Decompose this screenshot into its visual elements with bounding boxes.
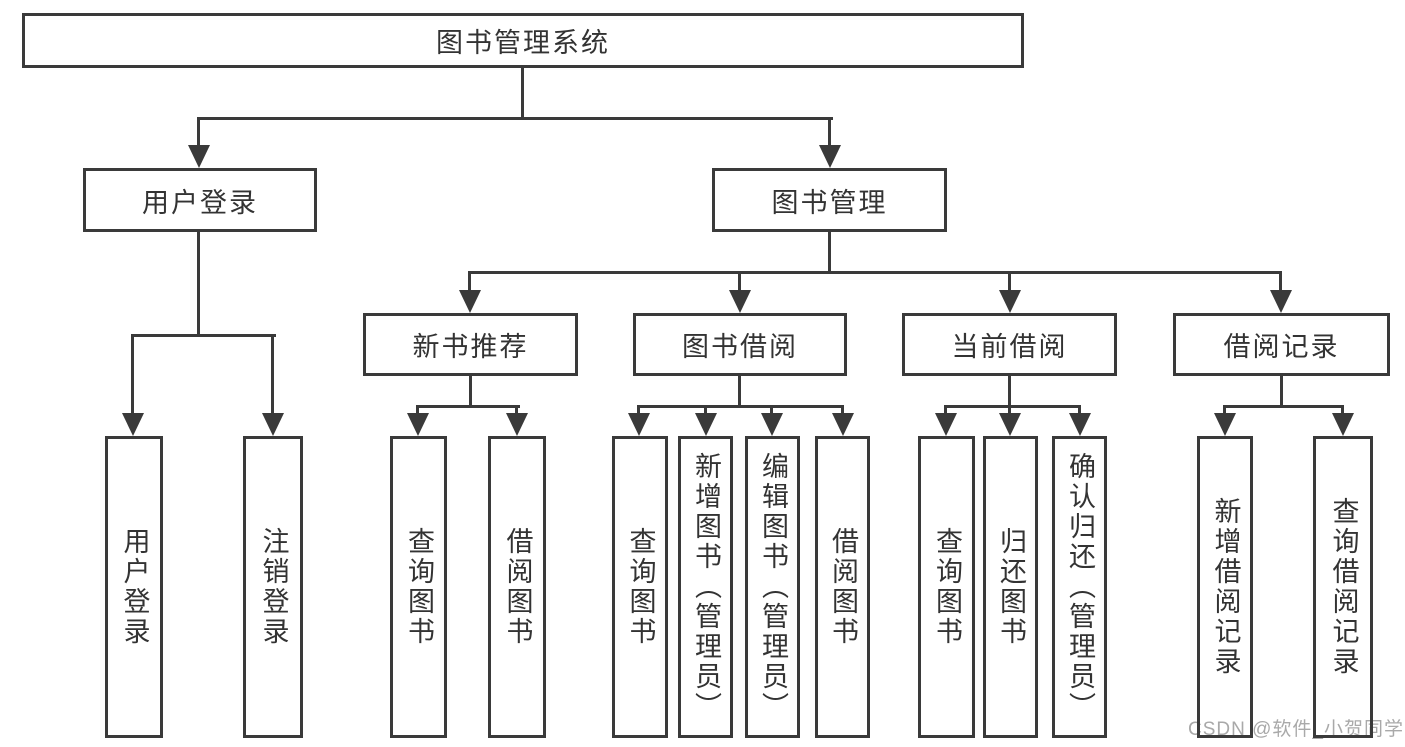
connector-stem (828, 232, 831, 274)
connector-stem (944, 405, 947, 418)
connector-stem (1008, 271, 1011, 292)
arrow-down-icon (628, 413, 650, 436)
connector-stem (1223, 405, 1226, 418)
connector-stem (197, 232, 200, 337)
leaf-user-login: 用户登录 (105, 436, 163, 738)
node-label: 图书管理系统 (436, 28, 610, 58)
arrow-down-icon (262, 413, 284, 436)
node-label: 新书推荐 (412, 332, 529, 362)
connector-stem (416, 405, 419, 418)
node-new-book-recommend: 新书推荐 (363, 313, 578, 376)
leaf-label: 新增图书（管理员） (691, 452, 721, 722)
node-label: 图书管理 (771, 187, 888, 218)
connector-stem (738, 376, 741, 407)
connector-stem (704, 405, 707, 418)
leaf-label: 归还图书 (996, 527, 1026, 647)
connector-stem (515, 405, 518, 418)
node-label: 当前借阅 (951, 332, 1068, 362)
arrow-down-icon (935, 413, 957, 436)
leaf-add-borrow-record: 新增借阅记录 (1197, 436, 1253, 738)
leaf-edit-book-admin: 编辑图书（管理员） (745, 436, 800, 738)
arrow-down-icon (407, 413, 429, 436)
connector-stem (1280, 376, 1283, 407)
connector-stem (738, 271, 741, 292)
arrow-down-icon (832, 413, 854, 436)
leaf-label: 查询图书 (625, 527, 656, 647)
arrow-down-icon (1270, 290, 1292, 313)
arrow-down-icon (459, 290, 481, 313)
leaf-label: 查询图书 (404, 527, 434, 647)
leaf-label: 注销登录 (258, 527, 289, 647)
leaf-label: 查询借阅记录 (1328, 497, 1359, 677)
connector-rail (944, 405, 1081, 408)
node-label: 用户登录 (142, 187, 258, 218)
connector-level3-rail (468, 271, 1282, 274)
connector-rail (131, 334, 276, 337)
leaf-add-book-admin: 新增图书（管理员） (678, 436, 733, 738)
leaf-query-books-recommend: 查询图书 (390, 436, 447, 738)
node-book-management: 图书管理 (712, 168, 947, 232)
arrow-down-icon (506, 413, 528, 436)
connector-stem (131, 334, 134, 415)
arrow-down-icon (729, 290, 751, 313)
connector-stem (468, 271, 471, 292)
leaf-logout: 注销登录 (243, 436, 303, 738)
arrow-down-icon (761, 413, 783, 436)
connector-stem (271, 334, 274, 415)
leaf-label: 借阅图书 (502, 527, 533, 647)
connector-stem (197, 117, 200, 147)
leaf-label: 编辑图书（管理员） (758, 452, 788, 722)
connector-stem (1008, 405, 1011, 418)
connector-stem (1279, 271, 1282, 292)
connector-stem (828, 117, 831, 147)
connector-stem (841, 405, 844, 418)
csdn-watermark: CSDN @软件_小贺同学 (1188, 719, 1404, 740)
leaf-label: 查询图书 (932, 527, 962, 647)
leaf-label: 借阅图书 (828, 527, 858, 647)
connector-rail (637, 405, 844, 408)
arrow-down-icon (999, 413, 1021, 436)
leaf-query-books-borrowing: 查询图书 (612, 436, 668, 738)
arrow-down-icon (1332, 413, 1354, 436)
leaf-query-borrow-record: 查询借阅记录 (1313, 436, 1373, 738)
node-current-borrowing: 当前借阅 (902, 313, 1117, 376)
connector-rail (416, 405, 520, 408)
node-book-borrowing: 图书借阅 (633, 313, 847, 376)
node-label: 借阅记录 (1223, 332, 1340, 362)
arrow-down-icon (695, 413, 717, 436)
leaf-confirm-return-admin: 确认归还（管理员） (1052, 436, 1107, 738)
connector-stem (1078, 405, 1081, 418)
leaf-borrow-books-borrowing: 借阅图书 (815, 436, 870, 738)
leaf-borrow-books-recommend: 借阅图书 (488, 436, 546, 738)
connector-stem (1341, 405, 1344, 418)
leaf-return-book: 归还图书 (983, 436, 1038, 738)
leaf-query-books-current: 查询图书 (918, 436, 975, 738)
arrow-down-icon (188, 145, 210, 168)
connector-stem (637, 405, 640, 418)
node-root-library-system: 图书管理系统 (22, 13, 1024, 68)
arrow-down-icon (1214, 413, 1236, 436)
node-user-login: 用户登录 (83, 168, 317, 232)
arrow-down-icon (819, 145, 841, 168)
node-label: 图书借阅 (682, 332, 798, 362)
connector-level2-rail (197, 117, 833, 120)
arrow-down-icon (1069, 413, 1091, 436)
leaf-label: 新增借阅记录 (1210, 497, 1241, 677)
node-borrow-records: 借阅记录 (1173, 313, 1390, 376)
leaf-label: 确认归还（管理员） (1065, 452, 1095, 722)
leaf-label: 用户登录 (119, 527, 150, 647)
connector-stem (770, 405, 773, 418)
arrow-down-icon (999, 290, 1021, 313)
arrow-down-icon (122, 413, 144, 436)
connector-rail (1223, 405, 1344, 408)
connector-stem (1008, 376, 1011, 407)
connector-root-stem (521, 68, 524, 118)
connector-stem (469, 376, 472, 407)
